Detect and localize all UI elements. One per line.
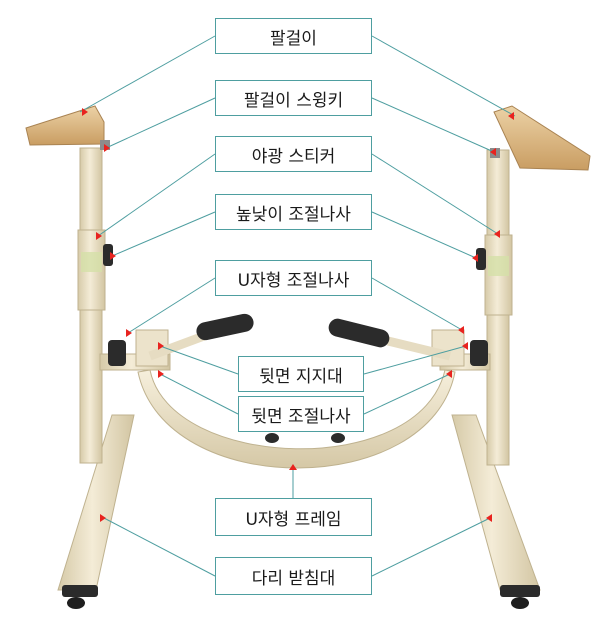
right-glow-sticker xyxy=(488,256,509,276)
leader-armrest-left xyxy=(79,35,216,113)
marker-glow-left xyxy=(96,232,102,240)
left-glow-sticker xyxy=(81,252,102,272)
leader-swing-left xyxy=(105,97,216,149)
label-glow-sticker: 야광 스티커 xyxy=(215,136,372,172)
right-u-screw xyxy=(470,340,488,366)
marker-swing-left xyxy=(104,144,110,152)
leader-lines xyxy=(79,35,516,577)
right-stand xyxy=(439,105,591,609)
marker-back-support-right xyxy=(462,342,468,350)
leader-height-right xyxy=(371,211,477,259)
label-back-screw: 뒷면 조절나사 xyxy=(238,396,364,432)
marker-u-frame xyxy=(289,464,297,470)
leader-back-screw-left xyxy=(159,373,239,415)
leader-back-screw-right xyxy=(363,373,451,415)
left-foot-cap xyxy=(62,585,98,597)
leader-leg-left xyxy=(103,517,216,577)
label-u-frame: U자형 프레임 xyxy=(215,498,372,536)
leader-u-screw-right xyxy=(371,277,463,331)
label-armrest-swing-key: 팔걸이 스윙키 xyxy=(215,80,372,116)
u-frame xyxy=(137,369,456,469)
leader-swing-right xyxy=(371,97,495,153)
marker-back-support-left xyxy=(158,342,164,350)
marker-glow-right xyxy=(494,230,500,238)
leader-glow-right xyxy=(371,153,499,235)
marker-u-screw-left xyxy=(126,329,132,337)
leader-leg-right xyxy=(371,517,491,577)
right-height-screw xyxy=(476,248,486,270)
right-foot-cap xyxy=(500,585,540,597)
label-armrest: 팔걸이 xyxy=(215,18,372,54)
left-foot-wheel xyxy=(67,597,85,609)
left-back-grip xyxy=(196,313,254,341)
leader-back-support-left xyxy=(159,345,239,375)
u-frame-bolt-left xyxy=(265,433,279,443)
leader-armrest-right xyxy=(371,35,516,117)
left-u-screw xyxy=(108,340,126,366)
label-height-screw: 높낮이 조절나사 xyxy=(215,194,372,230)
back-support xyxy=(148,313,452,361)
right-foot-wheel xyxy=(511,597,529,609)
right-armrest xyxy=(493,105,591,171)
marker-u-screw-right xyxy=(458,326,464,334)
marker-height-right xyxy=(472,254,478,262)
label-leg-support: 다리 받침대 xyxy=(215,557,372,595)
u-frame-bolt-right xyxy=(331,433,345,443)
marker-back-screw-right xyxy=(446,370,452,378)
label-back-support: 뒷면 지지대 xyxy=(238,356,364,392)
left-height-screw xyxy=(103,244,113,266)
leader-height-left xyxy=(111,211,216,257)
marker-leg-right xyxy=(486,514,492,522)
leader-u-screw-left xyxy=(127,277,216,334)
label-u-screw: U자형 조절나사 xyxy=(215,260,372,296)
left-armrest xyxy=(25,105,105,146)
leader-back-support-right xyxy=(363,345,467,375)
leader-glow-left xyxy=(97,153,216,237)
marker-leg-left xyxy=(100,514,106,522)
marker-armrest-right xyxy=(508,112,514,120)
marker-back-screw-left xyxy=(158,370,164,378)
marker-armrest-left xyxy=(82,108,88,116)
marker-height-left xyxy=(110,252,116,260)
markers xyxy=(82,108,514,522)
right-back-grip xyxy=(328,318,390,348)
marker-swing-right xyxy=(490,148,496,156)
